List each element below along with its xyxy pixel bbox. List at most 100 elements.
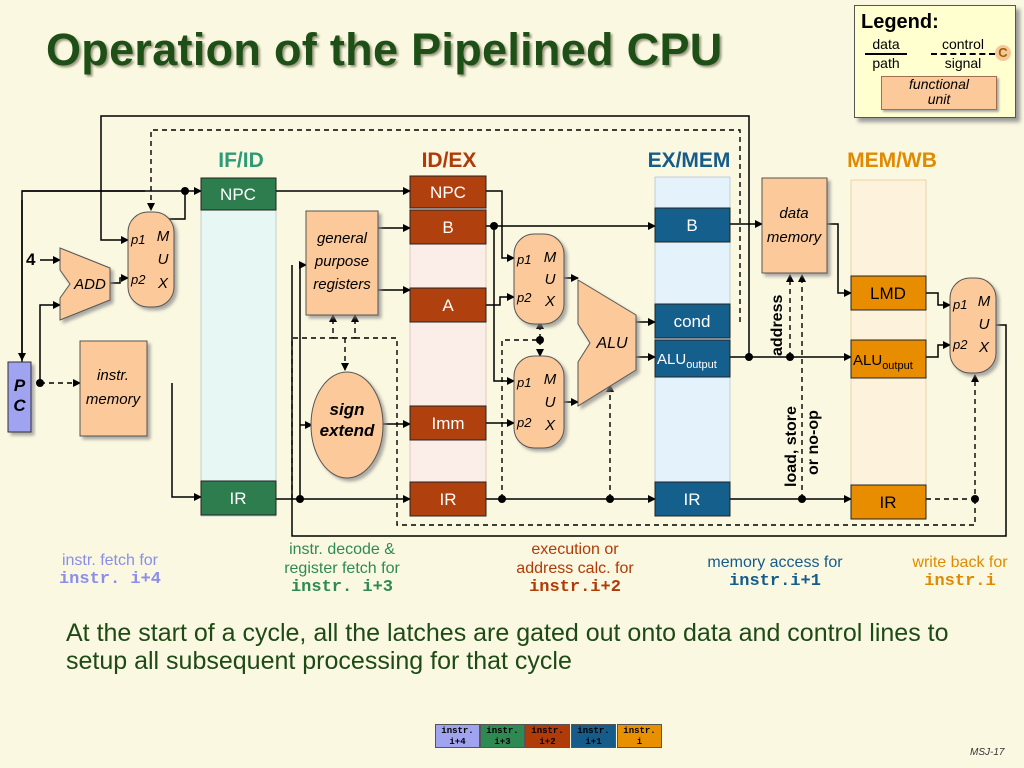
sign-extend-shape	[310, 371, 384, 479]
strip-cell-i: instr. i	[617, 724, 662, 748]
strip-cell-i4: instr. i+4	[435, 724, 480, 748]
wire-imem-ir	[171, 383, 202, 501]
stage-if-line1: instr. fetch for	[61, 552, 159, 569]
memwb-lmd-box	[850, 275, 927, 311]
wire-dmem-lmd	[827, 223, 852, 297]
stage-wb-line1: write back for	[912, 554, 1008, 571]
address-label: address	[769, 295, 786, 356]
stage-mem-instr: instr.i+1	[729, 572, 821, 591]
junction-dot	[745, 353, 753, 361]
stage-ex-instr: instr.i+2	[529, 578, 621, 597]
junction-dot	[536, 336, 544, 344]
ctrl-ir-gpr	[291, 314, 337, 499]
sign-extend-line2: extend	[320, 421, 375, 440]
strip-i2-line2: i+2	[539, 737, 556, 747]
memwb-alu-main: ALU	[853, 352, 882, 369]
alu-mux-a-p1: p1	[516, 252, 531, 267]
alu-mux-a-p2: p2	[516, 290, 532, 305]
load-store-label-2: or no-op	[805, 410, 822, 475]
stage-caption-wb: write back for instr.i	[898, 553, 1022, 591]
junction-dot	[36, 379, 44, 387]
idex-ir-box	[409, 481, 487, 517]
stage-caption-if: instr. fetch for instr. i+4	[40, 551, 180, 589]
wb-mux-body	[949, 277, 997, 374]
idex-ir-label: IR	[440, 490, 457, 509]
strip-cell-i1: instr. i+1	[571, 724, 616, 748]
memwb-registers: LMD ALUoutput IR	[850, 275, 927, 520]
ifid-registers: NPC IR	[200, 177, 277, 516]
strip-i4-line1: instr.	[441, 726, 474, 736]
wire-b-mux2	[493, 226, 515, 385]
ctrl-ir-gpr2	[333, 314, 359, 339]
footer-code: MSJ-17	[970, 747, 1005, 758]
stage-id-line1: instr. decode &	[289, 541, 395, 558]
exmem-ir-box	[654, 481, 731, 517]
wire-aluo-mux	[926, 341, 951, 358]
pc-mux-p1: p1	[130, 232, 145, 247]
exmem-cond-box	[654, 303, 731, 339]
load-store-label-1: load, store	[783, 406, 800, 487]
wire-add-mux	[110, 274, 129, 284]
exmem-b-label: B	[686, 216, 697, 235]
data-memory-line2: memory	[767, 229, 823, 246]
idex-npc-label: NPC	[430, 183, 466, 202]
pc-label-p: P	[14, 376, 26, 395]
wire-ir-gpr	[299, 261, 307, 499]
constant-four: 4	[26, 250, 36, 269]
wb-mux-m: M	[978, 293, 991, 310]
wire-pc-add	[39, 301, 61, 383]
alu-label: ALU	[595, 335, 628, 352]
strip-i3-line2: i+3	[494, 737, 511, 747]
legend: Legend: data path control signal C funct…	[854, 5, 1016, 118]
memwb-alu-box	[850, 339, 927, 379]
pc-mux-u: U	[158, 251, 169, 268]
idex-a-label: A	[442, 296, 454, 315]
stage-mem-line1: memory access for	[707, 554, 843, 571]
wire-lmd-mux	[926, 292, 951, 309]
junction-dot	[798, 495, 806, 503]
data-memory-box	[761, 177, 828, 274]
stage-caption-id: instr. decode & register fetch for instr…	[262, 540, 422, 597]
ctrl-ir-bottom	[355, 337, 976, 526]
strip-cell-i3: instr. i+3	[480, 724, 525, 748]
sign-extend: sign extend	[310, 371, 384, 479]
alu-mux-a-body	[513, 233, 565, 325]
ifid-header: IF/ID	[218, 149, 264, 172]
legend-data-path: data path	[865, 36, 907, 72]
stage-wb-instr: instr.i	[924, 572, 996, 591]
sign-extend-line1: sign	[330, 400, 365, 419]
ifid-npc-box	[200, 177, 277, 211]
alu-mux-a: p1 p2 M U X	[513, 233, 565, 325]
stage-if-instr: instr. i+4	[58, 570, 162, 589]
idex-npc-box	[409, 175, 487, 209]
pc-mux-x: X	[157, 275, 169, 292]
instr-memory: instr. memory	[79, 340, 148, 437]
legend-control-line1: control	[931, 36, 995, 55]
junction-dot	[296, 495, 304, 503]
data-paths	[18, 115, 1007, 537]
pc-label-c: C	[13, 396, 26, 415]
strip-i-line1: instr.	[623, 726, 656, 736]
alu-shape	[577, 279, 637, 407]
gpr-box	[305, 210, 379, 316]
junction-dot	[606, 495, 614, 503]
wire-npc-mux1	[486, 190, 515, 262]
gpr-line2: purpose	[314, 253, 369, 270]
ifid-column	[200, 177, 277, 517]
alu-mux-b: p1 p2 M U X	[513, 355, 565, 449]
pc-mux: p1 p2 M U X	[127, 211, 175, 308]
pc-box	[7, 361, 32, 433]
add-unit: ADD	[59, 247, 111, 321]
legend-title: Legend:	[861, 11, 939, 33]
alu-mux-b-p2: p2	[516, 415, 532, 430]
strip-i-line2: i	[636, 737, 643, 747]
pc-mux-body	[127, 211, 175, 308]
junction-dot	[971, 495, 979, 503]
alu-unit: ALU	[577, 279, 637, 407]
memwb-ir-box	[850, 484, 927, 520]
stage-ex-line2: address calc. for	[516, 560, 634, 577]
gpr-unit: general purpose registers	[305, 210, 379, 316]
ifid-ir-label: IR	[230, 489, 247, 508]
junctions	[36, 187, 979, 503]
idex-header: ID/EX	[422, 149, 477, 172]
